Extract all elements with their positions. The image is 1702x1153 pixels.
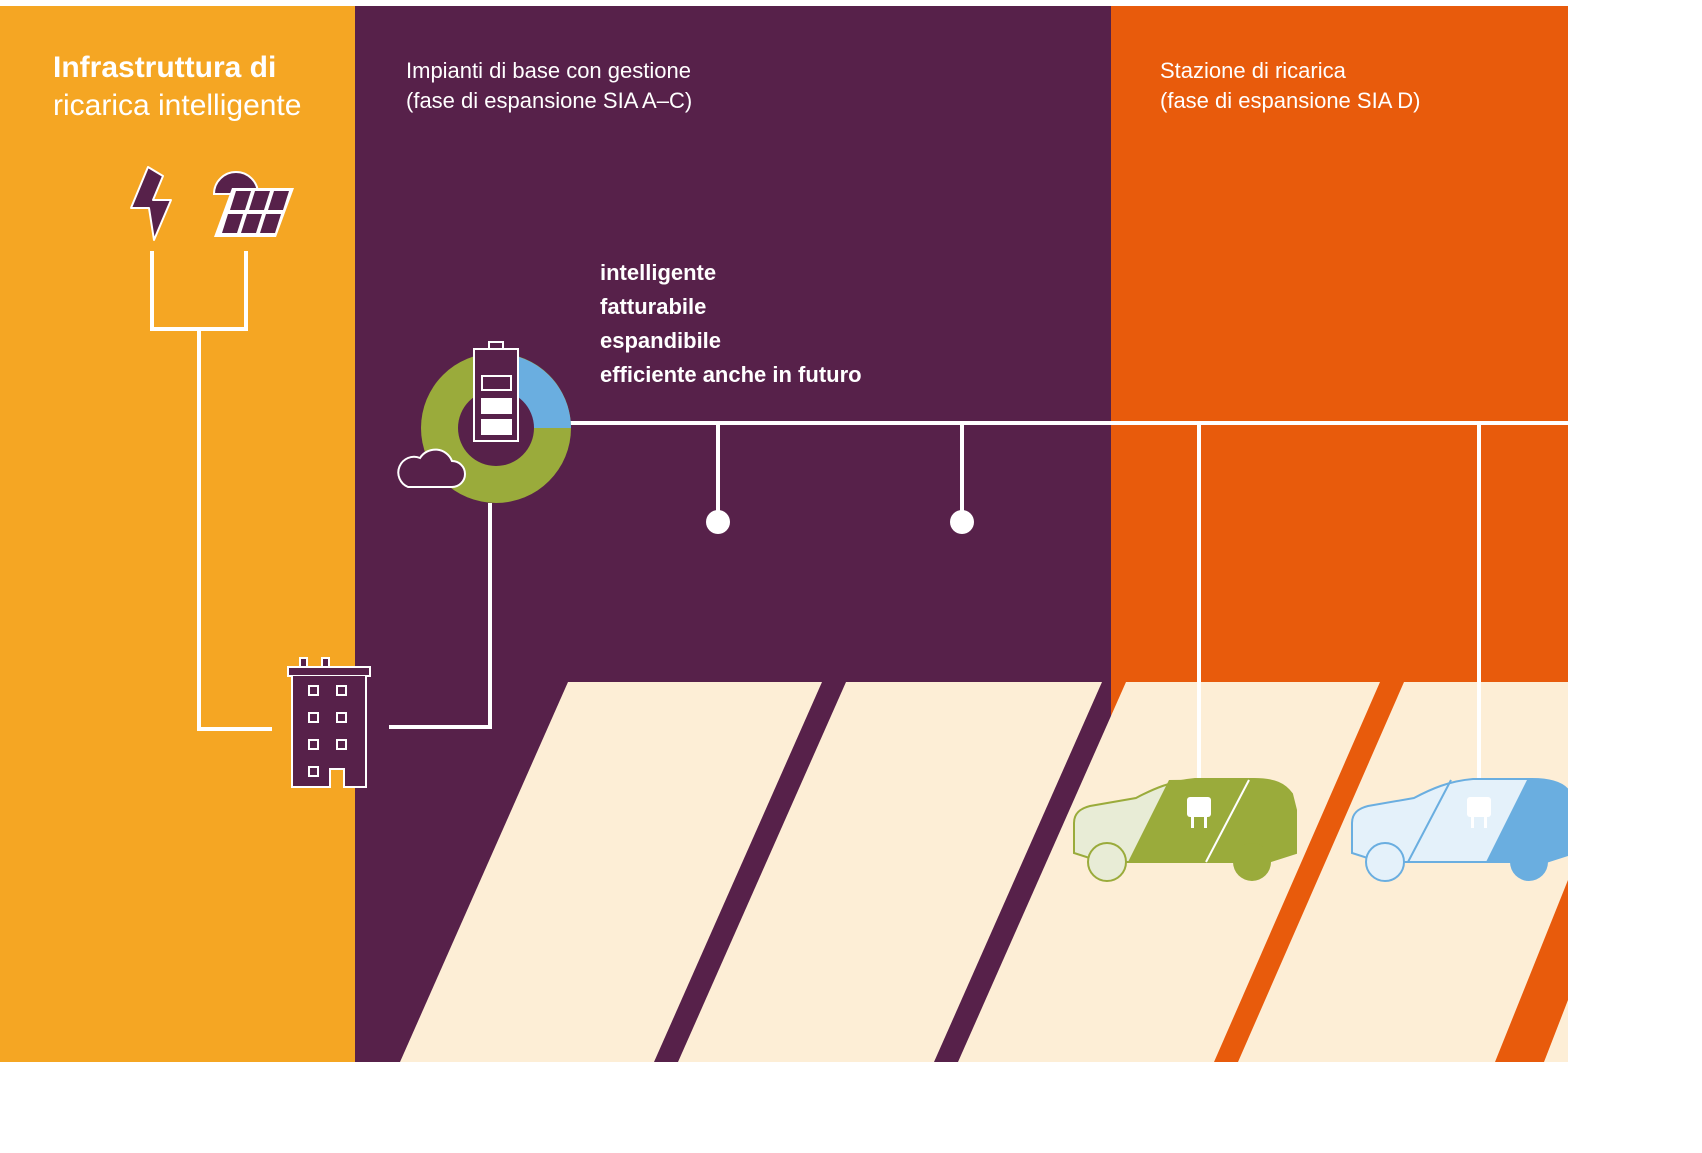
parking-space-3 <box>958 682 1380 1062</box>
building-to-storage-line <box>389 503 492 729</box>
charging-station-heading: Stazione di ricarica (fase di espansione… <box>1160 56 1420 116</box>
building-icon <box>287 657 371 788</box>
connection-lines <box>150 251 1568 800</box>
diagram-canvas <box>0 6 1569 1062</box>
feature-item: efficiente anche in futuro <box>600 362 862 387</box>
feature-list: intelligente fatturabile espandibile eff… <box>600 256 862 392</box>
plug-icon <box>1467 797 1491 828</box>
basic-systems-line-1: Impianti di base con gestione <box>406 58 691 83</box>
charge-point-node-2 <box>950 510 974 534</box>
basic-systems-heading: Impianti di base con gestione (fase di e… <box>406 56 692 116</box>
parking-space-1 <box>400 682 822 1062</box>
charge-point-node-1 <box>706 510 730 534</box>
plug-icon <box>1187 797 1211 828</box>
charging-station-line-1: Stazione di ricarica <box>1160 58 1346 83</box>
solar-panel-icon <box>212 171 294 237</box>
car-icon <box>1351 778 1569 882</box>
smart-charging-diagram: Infrastruttura di ricarica intelligente … <box>0 6 1569 1062</box>
parking-space-4 <box>1238 682 1568 1062</box>
feature-item: intelligente <box>600 260 717 285</box>
lightning-icon <box>130 166 172 241</box>
page-subtitle: ricarica intelligente <box>53 89 302 122</box>
left-panel <box>0 6 355 1062</box>
battery-icon <box>473 341 519 442</box>
parking-space-2 <box>678 682 1102 1062</box>
feature-item: fatturabile <box>600 294 707 319</box>
page-title: Infrastruttura di <box>53 51 277 84</box>
parking-lot <box>400 682 1568 1062</box>
grid-to-building-line <box>197 329 272 731</box>
car-icon <box>1073 778 1297 882</box>
charging-station-line-2: (fase di espansione SIA D) <box>1160 88 1421 113</box>
basic-systems-line-2: (fase di espansione SIA A–C) <box>406 88 693 113</box>
feature-item: espandibile <box>600 328 722 353</box>
cloud-icon <box>397 448 466 488</box>
parking-space-5 <box>1544 1000 1568 1062</box>
